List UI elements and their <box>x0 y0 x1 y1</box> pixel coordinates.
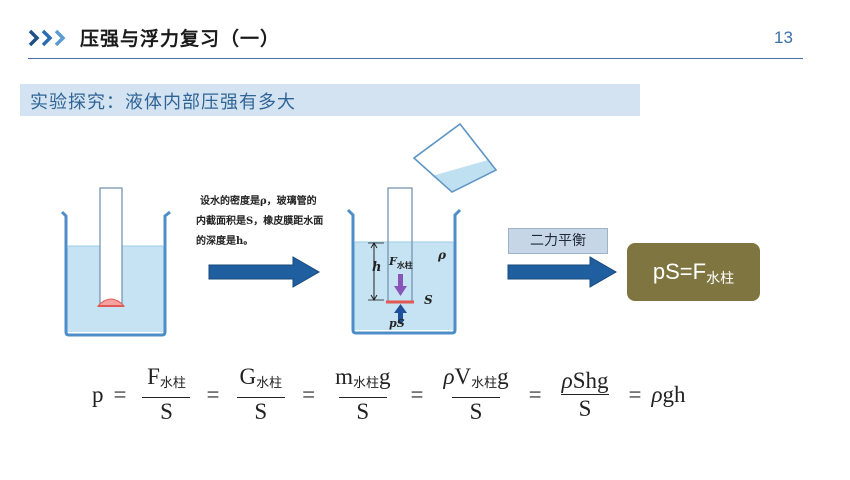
fraction-1: F水柱 S <box>142 364 191 426</box>
equals-sign: = <box>302 382 316 407</box>
right-arrow-2-icon <box>507 256 618 288</box>
density-label: ρ <box>438 248 446 262</box>
equals-sign: = <box>410 382 424 407</box>
area-label: S <box>424 293 433 307</box>
depth-label: h <box>372 260 382 275</box>
force-label: F水柱 <box>389 255 413 271</box>
caption-line-3: 的深度是h。 <box>196 236 254 247</box>
beaker-2-illustration <box>346 187 462 335</box>
right-arrow-1-icon <box>208 256 321 288</box>
header-chevrons-icon <box>28 29 66 47</box>
fraction-2: G水柱 S <box>235 364 286 426</box>
balance-label: 二力平衡 <box>508 228 608 254</box>
fraction-4: ρV水柱g S <box>443 364 509 424</box>
formula-rhs: ρgh <box>651 382 686 407</box>
pressure-force-label: pS <box>389 317 405 330</box>
fraction-5: ρShg S <box>561 367 610 421</box>
equals-sign: = <box>113 382 127 407</box>
header-divider <box>28 58 803 59</box>
equals-sign: = <box>206 382 220 407</box>
section-bar <box>20 84 640 116</box>
caption-line-1: 设水的密度是ρ，玻璃管的 <box>200 196 317 207</box>
equals-sign: = <box>628 382 642 407</box>
pouring-container-illustration <box>412 122 498 193</box>
formula-lhs: p <box>92 382 104 407</box>
caption-line-2: 内截面积是S，橡皮膜距水面 <box>196 216 324 227</box>
fraction-3: m水柱g S <box>335 364 391 424</box>
beaker-1-illustration <box>60 187 171 337</box>
section-title: 实验探究：液体内部压强有多大 <box>30 92 296 113</box>
page-title: 压强与浮力复习（一） <box>80 28 281 50</box>
page-number: 13 <box>774 28 793 47</box>
equals-sign: = <box>528 382 542 407</box>
result-equation: pS=F水柱 <box>627 243 760 301</box>
pressure-formula: p = F水柱 S = G水柱 S = m水柱g S = ρV水柱g S = ρ… <box>92 360 686 430</box>
